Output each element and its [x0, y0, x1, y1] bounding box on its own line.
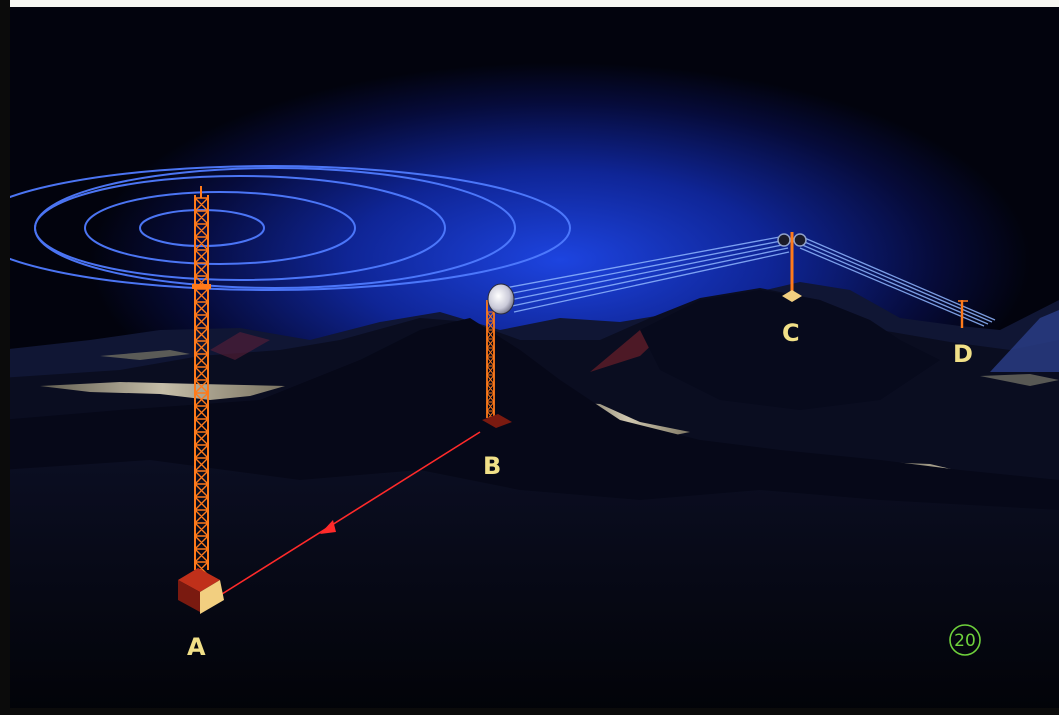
relay-beam-bc-2 — [507, 239, 787, 295]
page-number-badge: 20 — [949, 624, 981, 656]
arrowhead-icon — [320, 520, 336, 534]
tower-b-lattice — [486, 311, 495, 421]
building-a-icon — [178, 568, 224, 614]
station-label-d: D — [953, 340, 973, 368]
parabolic-dish-b-icon — [487, 283, 515, 315]
tower-b — [482, 283, 515, 428]
c-hill — [640, 290, 940, 410]
near-ground — [0, 460, 1059, 715]
tower-a — [192, 186, 211, 576]
tower-c — [777, 232, 807, 302]
station-label-a: A — [187, 633, 206, 661]
foreground — [0, 290, 1059, 715]
station-label-b: B — [483, 452, 501, 480]
cable-line — [221, 431, 481, 595]
relay-beam-cd-2 — [799, 239, 993, 323]
tower-a-lattice — [194, 197, 209, 576]
relay-beam-bc-3 — [509, 243, 788, 301]
parabolic-dish-c-right-icon — [793, 233, 807, 247]
parabolic-dish-c-left-icon — [777, 233, 791, 247]
tower-d — [958, 300, 968, 328]
relay-beam-bc-5 — [513, 251, 790, 313]
snow-patch-far-right — [980, 374, 1059, 386]
snow-patch-left — [40, 382, 285, 400]
radio-waves — [0, 165, 571, 291]
relay-beam-bc-1 — [504, 235, 786, 289]
purple-slope — [210, 332, 270, 360]
relay-beam-cd-4 — [799, 247, 985, 327]
cable-a-b — [221, 431, 481, 595]
tower-b-base — [482, 414, 512, 428]
radio-wave-ring-4 — [34, 167, 516, 289]
tower-a-platform — [192, 284, 211, 289]
relay-beam-bc-4 — [511, 247, 789, 307]
page-number: 20 — [954, 631, 976, 651]
relay-beam-cd-3 — [799, 243, 989, 325]
radio-wave-ring-1 — [139, 209, 265, 247]
station-label-c: C — [782, 319, 800, 347]
frame-bottom-edge — [0, 708, 1059, 715]
frame-left-edge — [0, 0, 10, 715]
blue-peak — [990, 310, 1059, 372]
page-number-circle — [949, 624, 981, 656]
snow-patch-left-top — [100, 350, 190, 360]
relay-beams — [504, 235, 996, 327]
building-c-icon — [782, 290, 802, 302]
frame-top-edge — [0, 0, 1059, 7]
radio-wave-ring-2 — [84, 191, 356, 265]
radio-wave-ring-5 — [0, 165, 571, 291]
